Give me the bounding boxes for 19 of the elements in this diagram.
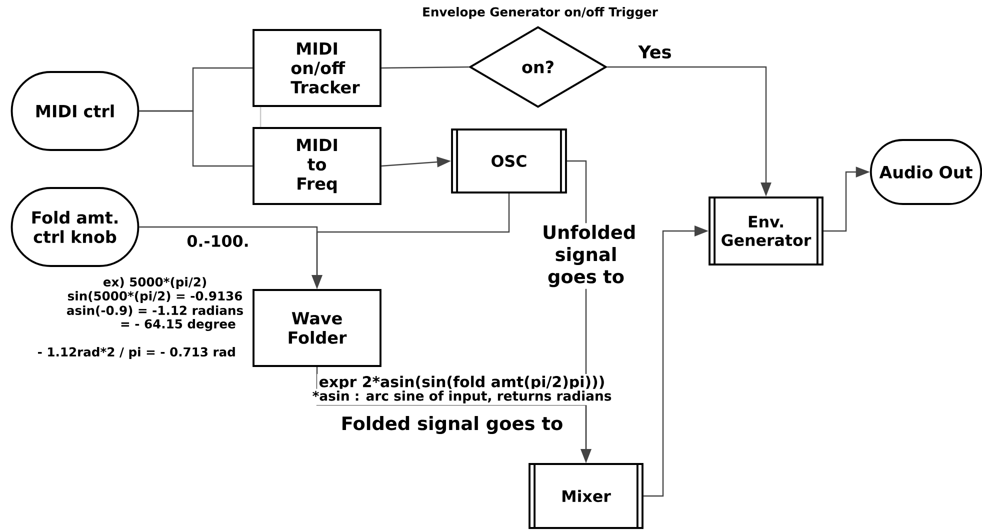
formula-note: = - 64.15 degree [121,319,236,331]
edge-label: Yes [636,44,674,60]
formula-note: - 1.12rad*2 / pi = - 0.713 rad [38,347,235,359]
connector-line [139,110,253,167]
edge-label: 0.-100. [184,233,252,249]
edge-label: Unfolded signal goes to [540,223,635,289]
connector-line [260,106,262,128]
process-box: MIDI on/off Tracker [252,29,382,107]
formula-note: ex) 5000*(pi/2) [103,277,206,289]
heading: Envelope Generator on/off Trigger [423,7,658,19]
process-box: Wave Folder [252,289,382,367]
connector-line [381,66,469,69]
module-box: Env. Generator [708,196,824,266]
process-box: MIDI to Freq [252,127,382,205]
formula-note: sin(5000*(pi/2) = -0.9136 [68,291,242,303]
module-box: OSC [451,128,567,194]
module-box: Mixer [528,463,644,529]
expression-note: *asin : arc sine of input, returns radians [310,388,614,406]
edge-label: Folded signal goes to [339,414,565,436]
